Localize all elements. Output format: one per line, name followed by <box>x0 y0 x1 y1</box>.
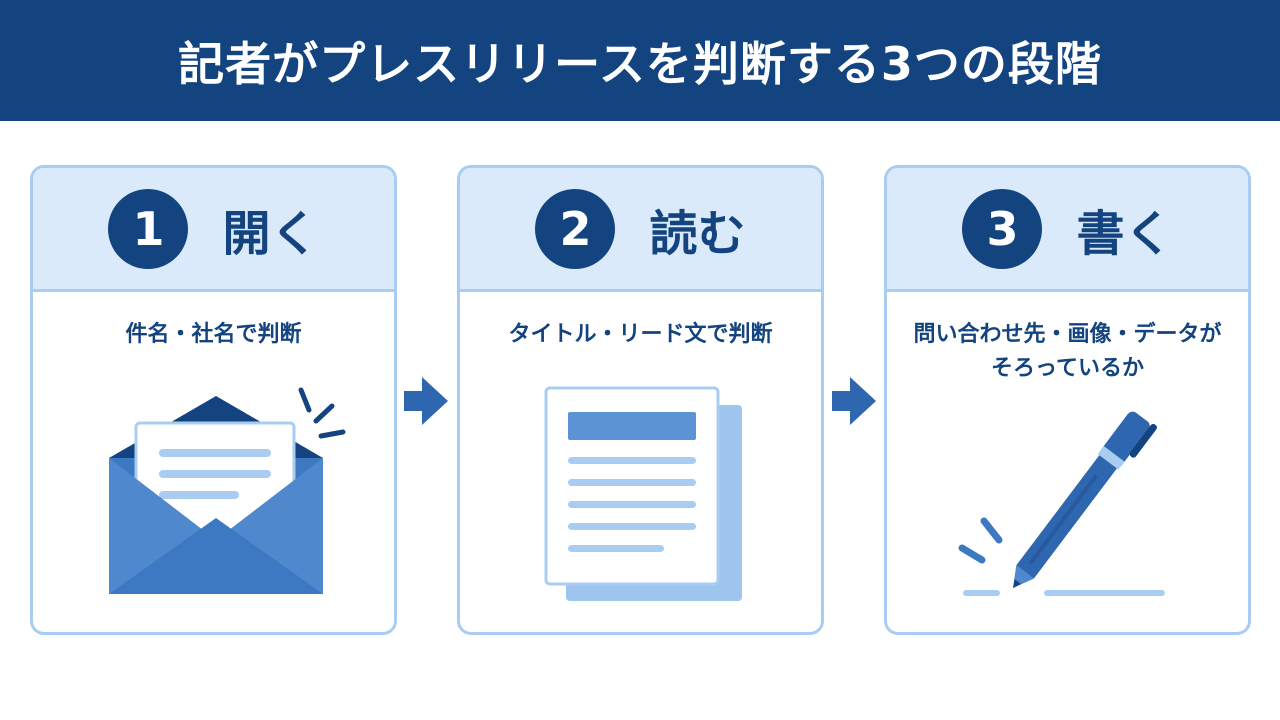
step-card-open: 1 開く 件名・社名で判断 <box>30 165 397 635</box>
arrow-right-icon <box>404 377 448 425</box>
step-description-line: 問い合わせ先・画像・データが <box>913 322 1222 347</box>
step-card-header: 2 読む <box>460 168 821 292</box>
step-description: 件名・社名で判断 <box>33 318 394 352</box>
step-card-write: 3 書く 問い合わせ先・画像・データが そろっているか <box>884 165 1251 635</box>
arrow-right-icon <box>832 377 876 425</box>
pen-icon <box>958 411 1165 596</box>
step-number-badge: 1 <box>108 188 189 269</box>
step-number-badge: 2 <box>535 188 616 269</box>
envelope-icon <box>109 387 346 594</box>
step-card-read: 2 読む タイトル・リード文で判断 <box>457 165 824 635</box>
step-card-header: 1 開く <box>33 168 394 292</box>
step-title: 読む <box>649 205 746 262</box>
step-title: 開く <box>222 205 319 262</box>
document-icon <box>544 386 742 601</box>
step-description: タイトル・リード文で判断 <box>460 318 821 352</box>
step-description: 問い合わせ先・画像・データが そろっているか <box>887 318 1248 386</box>
header-banner: 記者がプレスリリースを判断する3つの段階 <box>0 0 1280 121</box>
step-card-header: 3 書く <box>887 168 1248 292</box>
page-title: 記者がプレスリリースを判断する3つの段階 <box>178 36 1102 91</box>
step-description-line: タイトル・リード文で判断 <box>508 322 773 347</box>
step-description-line: 件名・社名で判断 <box>125 322 302 347</box>
step-number-badge: 3 <box>962 188 1043 269</box>
step-title: 書く <box>1076 205 1173 262</box>
step-description-line: そろっているか <box>991 356 1144 381</box>
